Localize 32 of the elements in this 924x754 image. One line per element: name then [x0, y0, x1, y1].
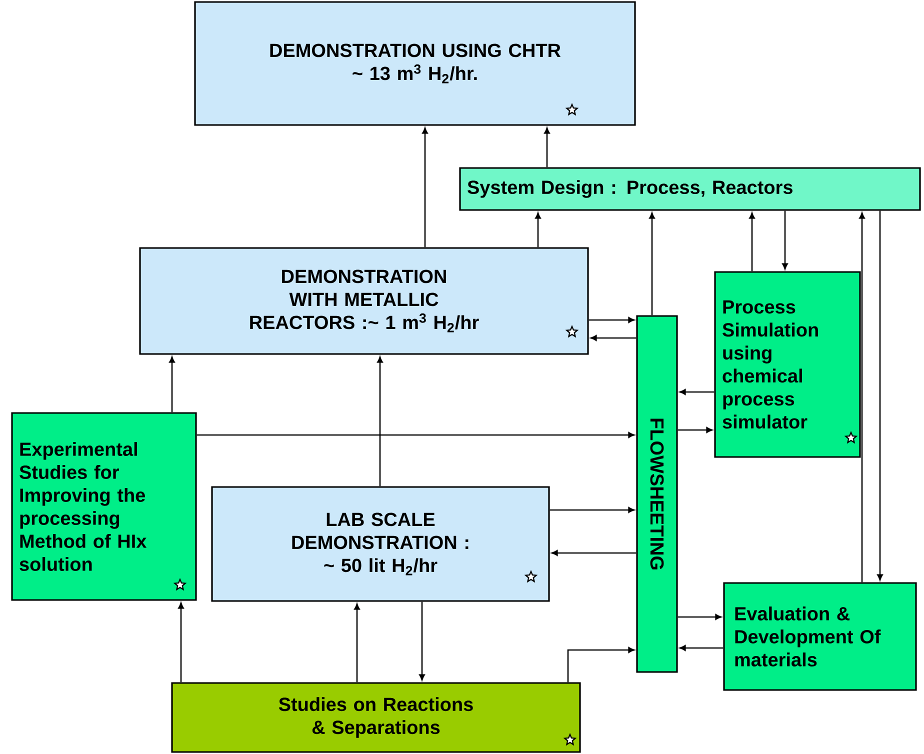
- arrow: [782, 210, 788, 270]
- arrow: [679, 645, 724, 651]
- arrow: [678, 427, 713, 433]
- flowsheeting-bar: FLOWSHEETING: [636, 315, 678, 673]
- arrow: [419, 602, 425, 681]
- arrow: [588, 317, 635, 323]
- arrow: [196, 432, 635, 438]
- arrow: [649, 212, 655, 316]
- arrow: [535, 212, 541, 248]
- arrow: [377, 356, 383, 486]
- arrow: [550, 507, 635, 513]
- arrow: [590, 335, 636, 341]
- arrow: [859, 212, 865, 582]
- arrow: [679, 389, 714, 395]
- arrow: [567, 647, 635, 682]
- process-box: Process Simulation using chemical process simulator: [714, 271, 861, 458]
- demonstration-box: DEMONSTRATION WITH METALLIC REACTORS :~ 1 m$^{3}$ H$_{2}$/hr: [139, 247, 589, 355]
- arrow: [354, 603, 360, 682]
- arrow: [169, 356, 175, 412]
- arrow: [749, 212, 755, 272]
- arrow: [422, 127, 428, 248]
- process-box: Evaluation & Development Of materials: [723, 582, 917, 691]
- arrow: [544, 127, 550, 168]
- demonstration-box: DEMONSTRATION USING CHTR ~ 13 m$^{3}$ H$_{2}$/hr.: [194, 1, 636, 126]
- arrow: [678, 614, 722, 620]
- process-box: Studies on Reactions & Separations: [171, 682, 581, 753]
- demonstration-box: LAB SCALE DEMONSTRATION : ~ 50 lit H$_{2}$/hr: [211, 486, 550, 602]
- process-box: Experimental Studies for Improving the processing Method of HIx solution: [11, 412, 197, 601]
- arrow: [178, 602, 184, 682]
- process-box: System Design : Process, Reactors: [459, 167, 921, 211]
- arrow: [551, 550, 636, 556]
- arrow: [877, 210, 883, 581]
